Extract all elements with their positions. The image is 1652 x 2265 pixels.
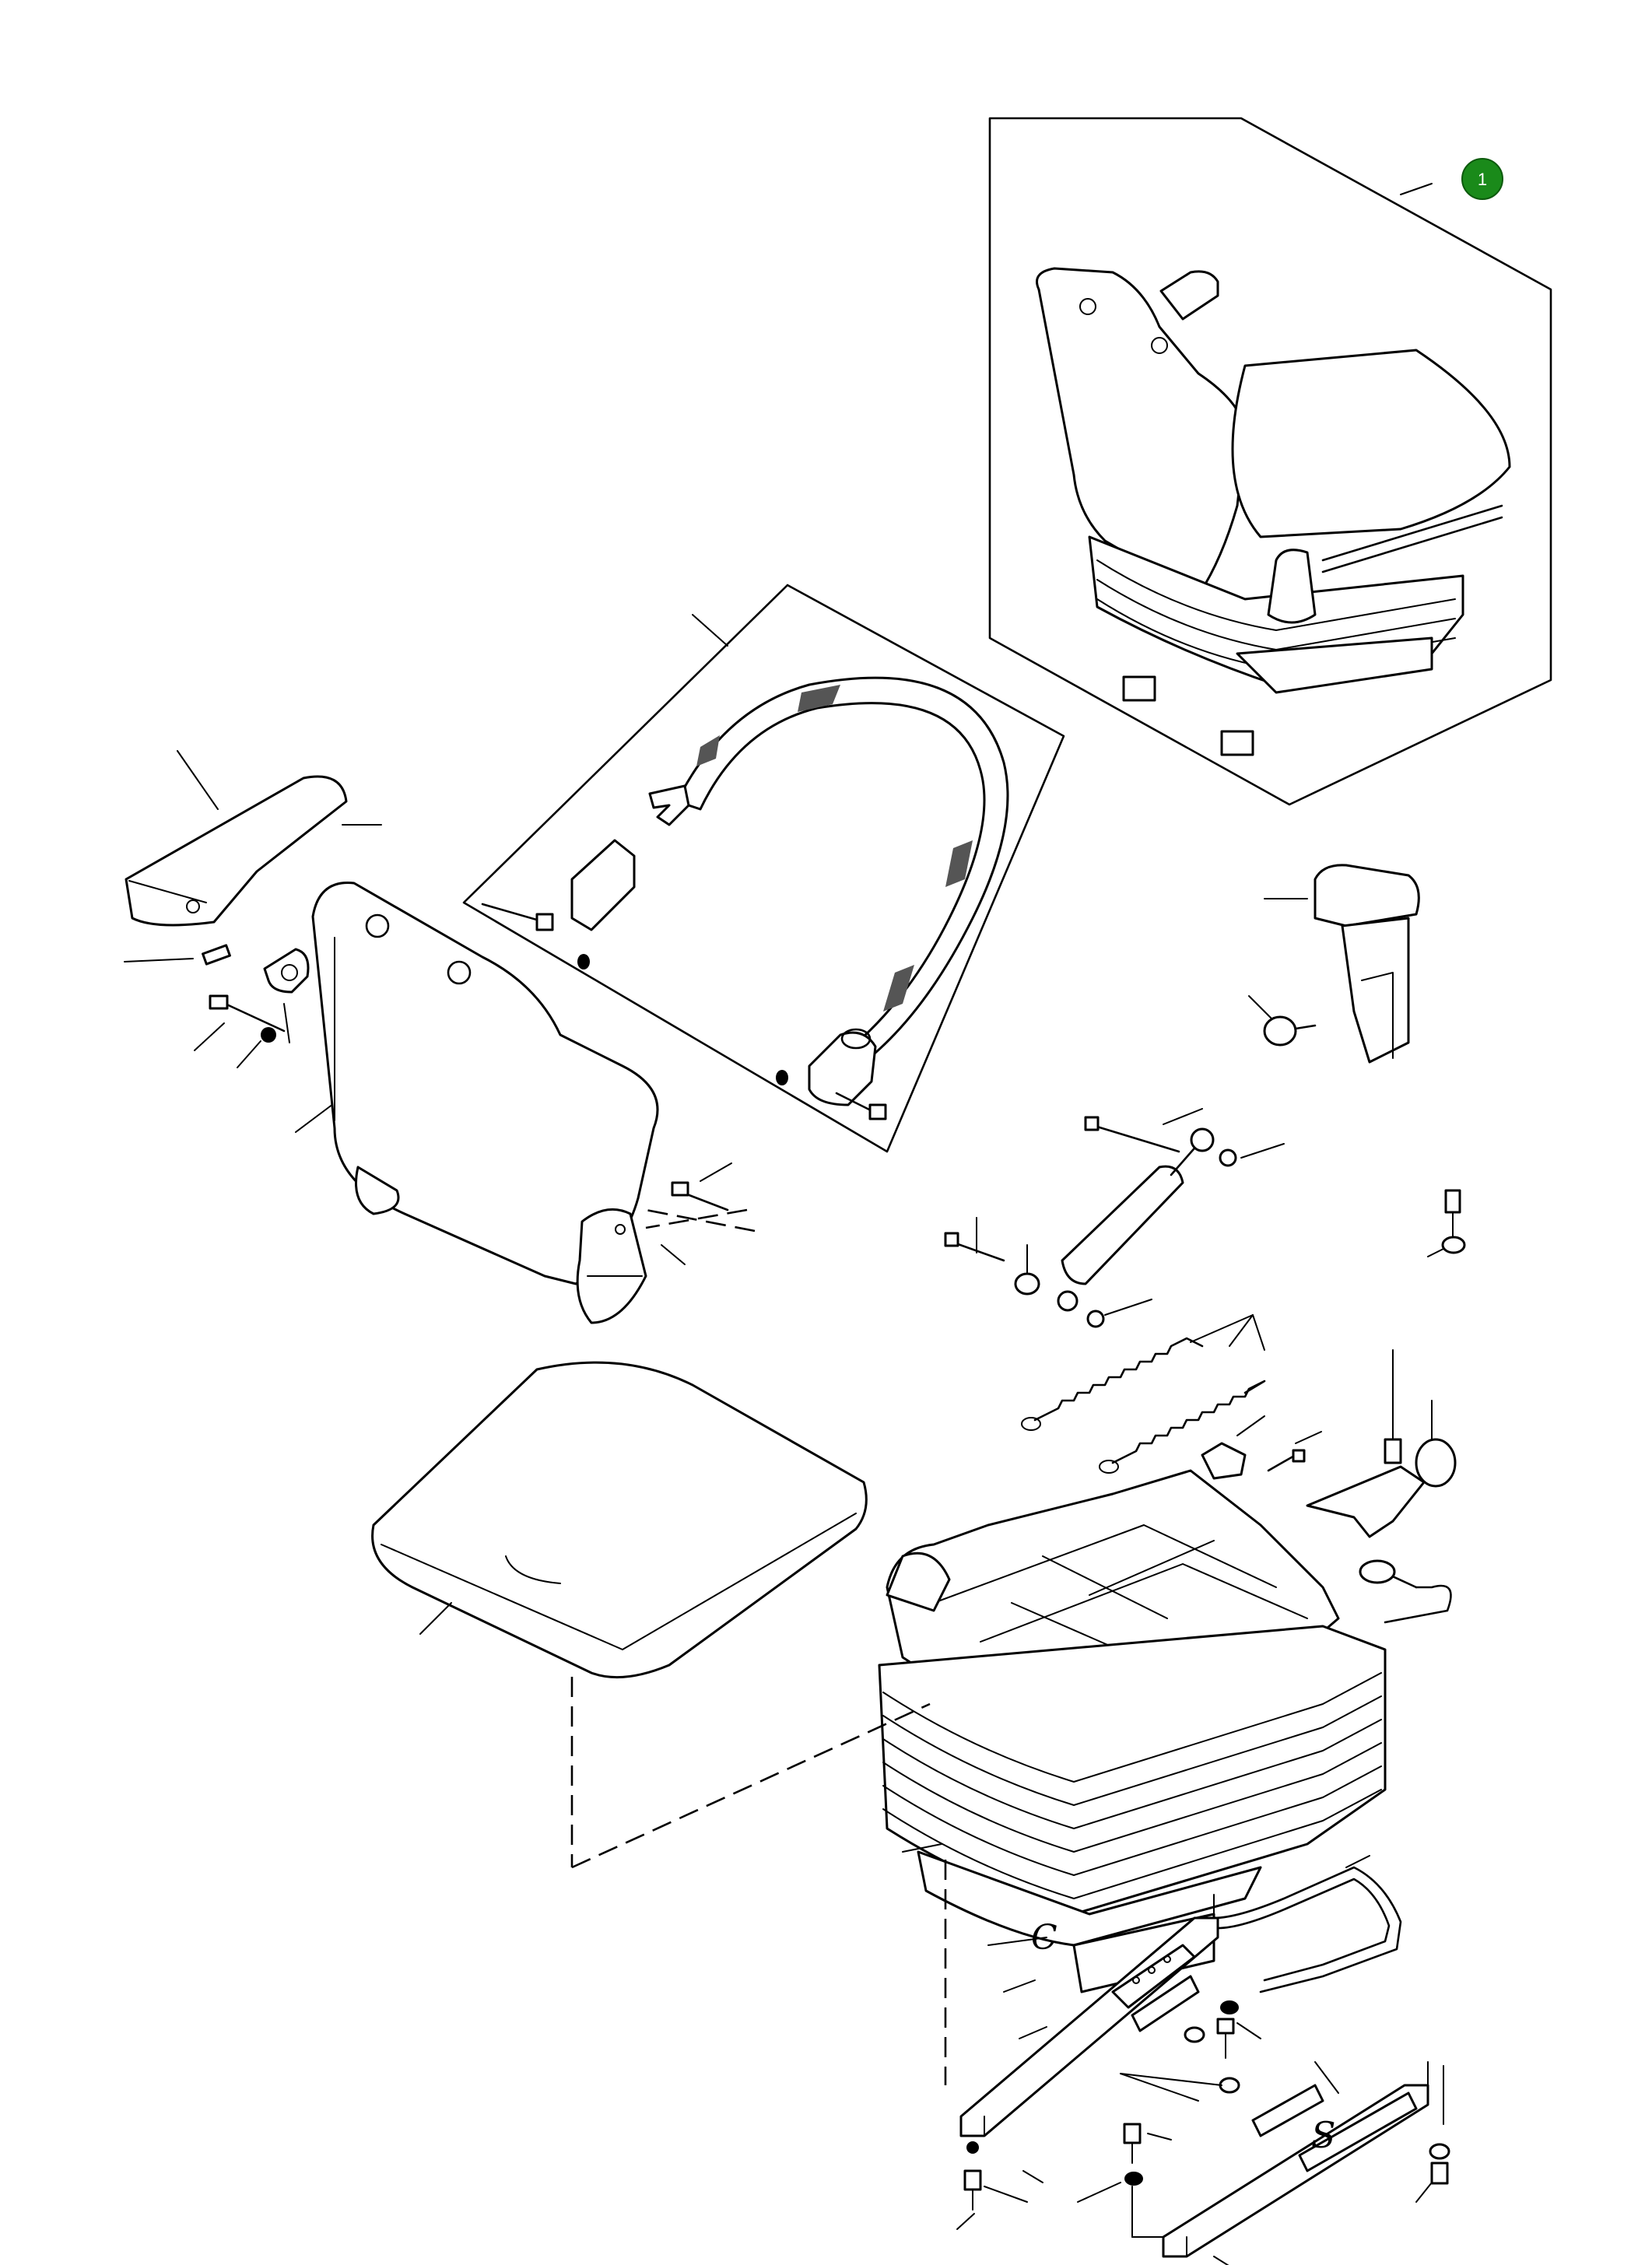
- headrest-group: [1248, 864, 1420, 1064]
- height-adjust-knob[interactable]: [1415, 1438, 1457, 1488]
- assembled-cushion: [1231, 349, 1511, 538]
- tension-spring-1: [1033, 1337, 1204, 1422]
- seat-cushion-group: [371, 1361, 868, 1867]
- seat-belt-box-border: [462, 584, 1065, 1153]
- callout-badge-number: 1: [1478, 170, 1487, 189]
- slide-rails-group: [944, 1855, 1450, 2265]
- callout-badge-circle: [1461, 158, 1503, 200]
- seat-belt-leader-line: [692, 614, 728, 647]
- handwritten-mark-c: C: [1031, 1918, 1057, 1958]
- assembly-box-border: [988, 117, 1552, 806]
- left-armrest[interactable]: [125, 775, 348, 927]
- left-armrest-group: [124, 750, 382, 1068]
- handwritten-mark-s: S: [1311, 2114, 1336, 2156]
- suspension-base-group: [571, 1469, 1387, 1993]
- gas-strut-group: [944, 1108, 1466, 1328]
- tension-spring-2: [1111, 1380, 1266, 1464]
- callout-1-badge[interactable]: 1: [1461, 158, 1503, 200]
- headrest-pad[interactable]: [1314, 864, 1420, 927]
- slide-release-bar[interactable]: [1212, 1866, 1402, 1993]
- seat-belt-buckle: [570, 839, 636, 931]
- seat-belt-group: [462, 584, 1065, 1153]
- headrest-knob[interactable]: [1263, 1015, 1297, 1047]
- seat-cushion[interactable]: [371, 1361, 868, 1679]
- assembled-backrest: [1036, 267, 1247, 597]
- assembly-leader-line: [1400, 183, 1433, 195]
- springs-group: [1021, 1314, 1266, 1474]
- seat-belt-retractor: [808, 1031, 877, 1106]
- assembled-armrest: [1159, 270, 1219, 321]
- complete-seat-assembly: [988, 117, 1552, 806]
- seat-belt-tongue: [648, 784, 690, 826]
- backrest-group: [295, 882, 756, 1324]
- height-adjust-group: [1201, 1349, 1457, 1624]
- gas-strut-cylinder: [1061, 1165, 1184, 1285]
